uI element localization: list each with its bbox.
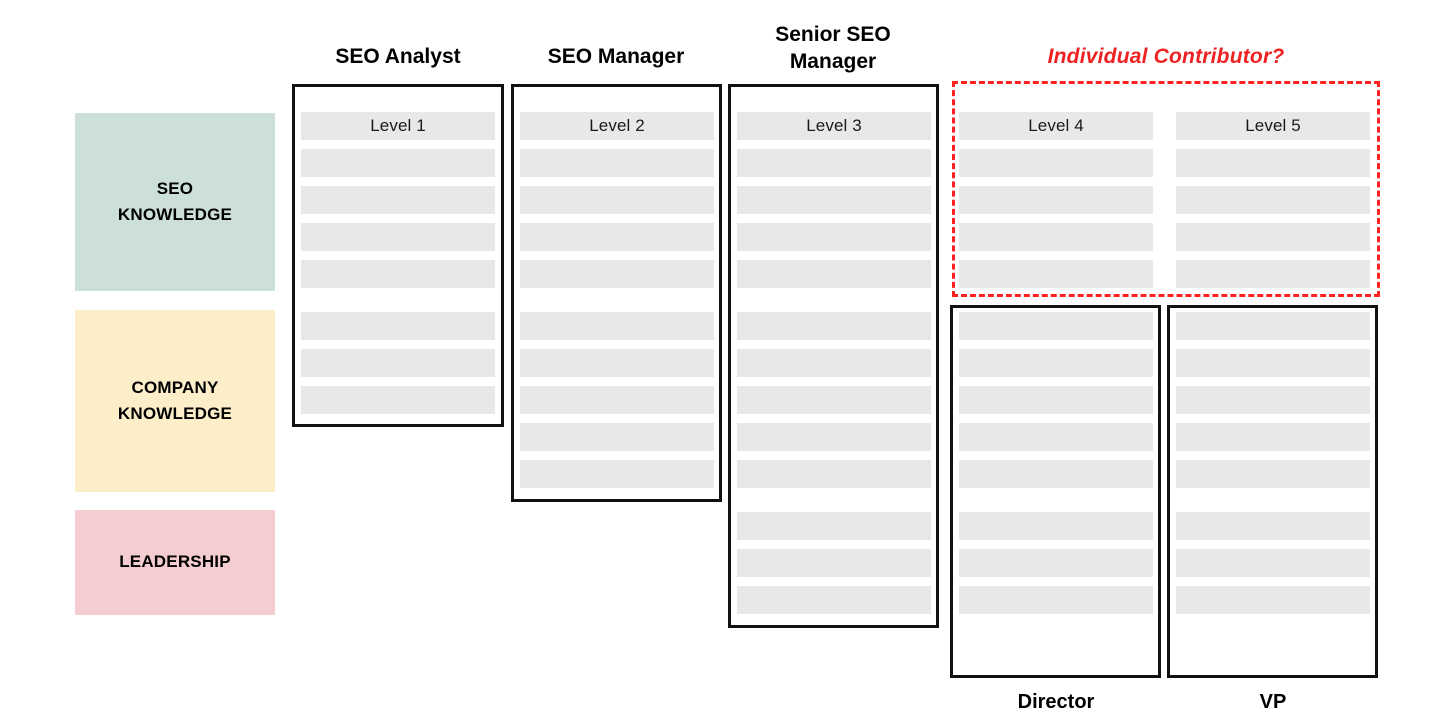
skill-bar	[1176, 423, 1370, 451]
skill-bar	[301, 260, 495, 288]
skill-bar	[520, 460, 714, 488]
level-label: Level 1	[370, 116, 426, 135]
level-bar: Level 4	[959, 112, 1153, 140]
skill-bar	[959, 512, 1153, 540]
level-bar: Level 1	[301, 112, 495, 140]
category-swatch-3: LEADERSHIP	[75, 510, 275, 615]
skill-bar	[1176, 186, 1370, 214]
skill-bar	[1176, 349, 1370, 377]
skill-bar	[737, 349, 931, 377]
skill-bar	[1176, 149, 1370, 177]
skill-bar	[520, 186, 714, 214]
skill-bar	[737, 260, 931, 288]
column-footer-5: VP	[1259, 691, 1287, 713]
skill-bar	[1176, 586, 1370, 614]
skill-bar	[737, 423, 931, 451]
skill-bar	[1176, 386, 1370, 414]
level-label: Level 5	[1245, 116, 1301, 135]
skill-bar	[959, 312, 1153, 340]
skill-bar	[959, 586, 1153, 614]
skill-bar	[301, 312, 495, 340]
column-footer-4: Director	[1017, 691, 1095, 713]
skill-bar	[737, 386, 931, 414]
skill-bar	[959, 349, 1153, 377]
column-header-1: SEO Analyst	[335, 45, 461, 68]
column-outline-1	[292, 84, 504, 427]
level-bar: Level 3	[737, 112, 931, 140]
skill-bar	[737, 223, 931, 251]
skill-bar	[737, 312, 931, 340]
column-outline-2	[511, 84, 722, 502]
column-outline-3	[728, 84, 939, 628]
skill-bar	[301, 386, 495, 414]
skill-bar	[301, 186, 495, 214]
individual-contributor-banner: Individual Contributor?	[1047, 45, 1285, 68]
skill-bar	[1176, 460, 1370, 488]
skill-bar	[737, 460, 931, 488]
skill-bar	[301, 223, 495, 251]
level-label: Level 4	[1028, 116, 1084, 135]
column-header-2: SEO Manager	[547, 45, 685, 68]
skill-bar	[520, 386, 714, 414]
skill-bar	[959, 549, 1153, 577]
skill-bar	[959, 460, 1153, 488]
skill-bar	[520, 149, 714, 177]
skill-bar	[737, 512, 931, 540]
skill-bar	[301, 349, 495, 377]
skill-bar	[520, 423, 714, 451]
column-outline-5	[1167, 305, 1378, 678]
skill-bar	[1176, 223, 1370, 251]
column-outline-4	[950, 305, 1161, 678]
skill-bar	[301, 149, 495, 177]
individual-contributor-outline	[952, 81, 1380, 297]
skill-bar	[959, 260, 1153, 288]
level-bar: Level 5	[1176, 112, 1370, 140]
skill-bar	[959, 186, 1153, 214]
skill-bar	[959, 423, 1153, 451]
skill-bar	[959, 223, 1153, 251]
skill-bar	[737, 586, 931, 614]
skill-bar	[1176, 260, 1370, 288]
skill-bar	[737, 149, 931, 177]
skill-bar	[959, 149, 1153, 177]
level-label: Level 3	[806, 116, 862, 135]
skill-bar	[520, 312, 714, 340]
skill-bar	[959, 386, 1153, 414]
skill-bar	[520, 349, 714, 377]
skill-bar	[520, 260, 714, 288]
skill-bar	[737, 186, 931, 214]
skill-bar	[1176, 312, 1370, 340]
skill-bar	[520, 223, 714, 251]
category-label: LEADERSHIP	[119, 552, 231, 572]
level-label: Level 2	[589, 116, 645, 135]
skill-bar	[1176, 512, 1370, 540]
skill-bar	[737, 549, 931, 577]
level-bar: Level 2	[520, 112, 714, 140]
skill-bar	[1176, 549, 1370, 577]
